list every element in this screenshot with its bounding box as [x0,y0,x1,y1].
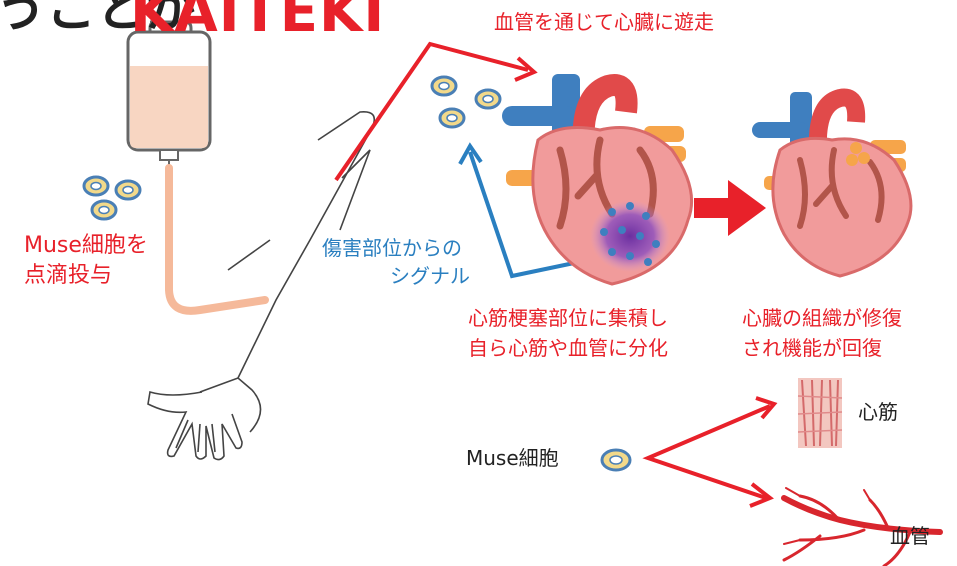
title-highlight: KAITEKI [130,0,385,48]
muse-cells-heart [432,77,500,127]
muse-cell-label: Muse細胞 [466,446,559,471]
signal-label-line1: 傷害部位からの [322,236,462,261]
cardiac-muscle-image [798,378,842,448]
iv-label-line2: 点滴投与 [24,262,112,290]
cardiac-muscle-label: 心筋 [858,400,898,425]
signal-label-line2: シグナル [390,264,470,289]
arm-outline [148,112,374,460]
accumulate-label-line2: 自ら心筋や血管に分化 [468,336,668,361]
muse-cells-left [84,177,140,219]
muse-cell-icon [602,450,630,470]
iv-label-line1: Muse細胞を [24,232,148,260]
differentiation-arrows [648,406,770,498]
repaired-heart-icon [760,92,911,276]
recovery-arrow [694,180,766,236]
accumulate-label-line1: 心筋梗塞部位に集積し [468,306,668,331]
damaged-heart-icon [506,74,692,284]
blood-vessel-label: 血管 [890,524,930,549]
iv-tube [169,168,265,311]
travel-label: 血管を通じて心臓に遊走 [494,10,714,35]
repair-label-line2: され機能が回復 [742,336,882,361]
repair-label-line1: 心臓の組織が修復 [742,306,902,331]
